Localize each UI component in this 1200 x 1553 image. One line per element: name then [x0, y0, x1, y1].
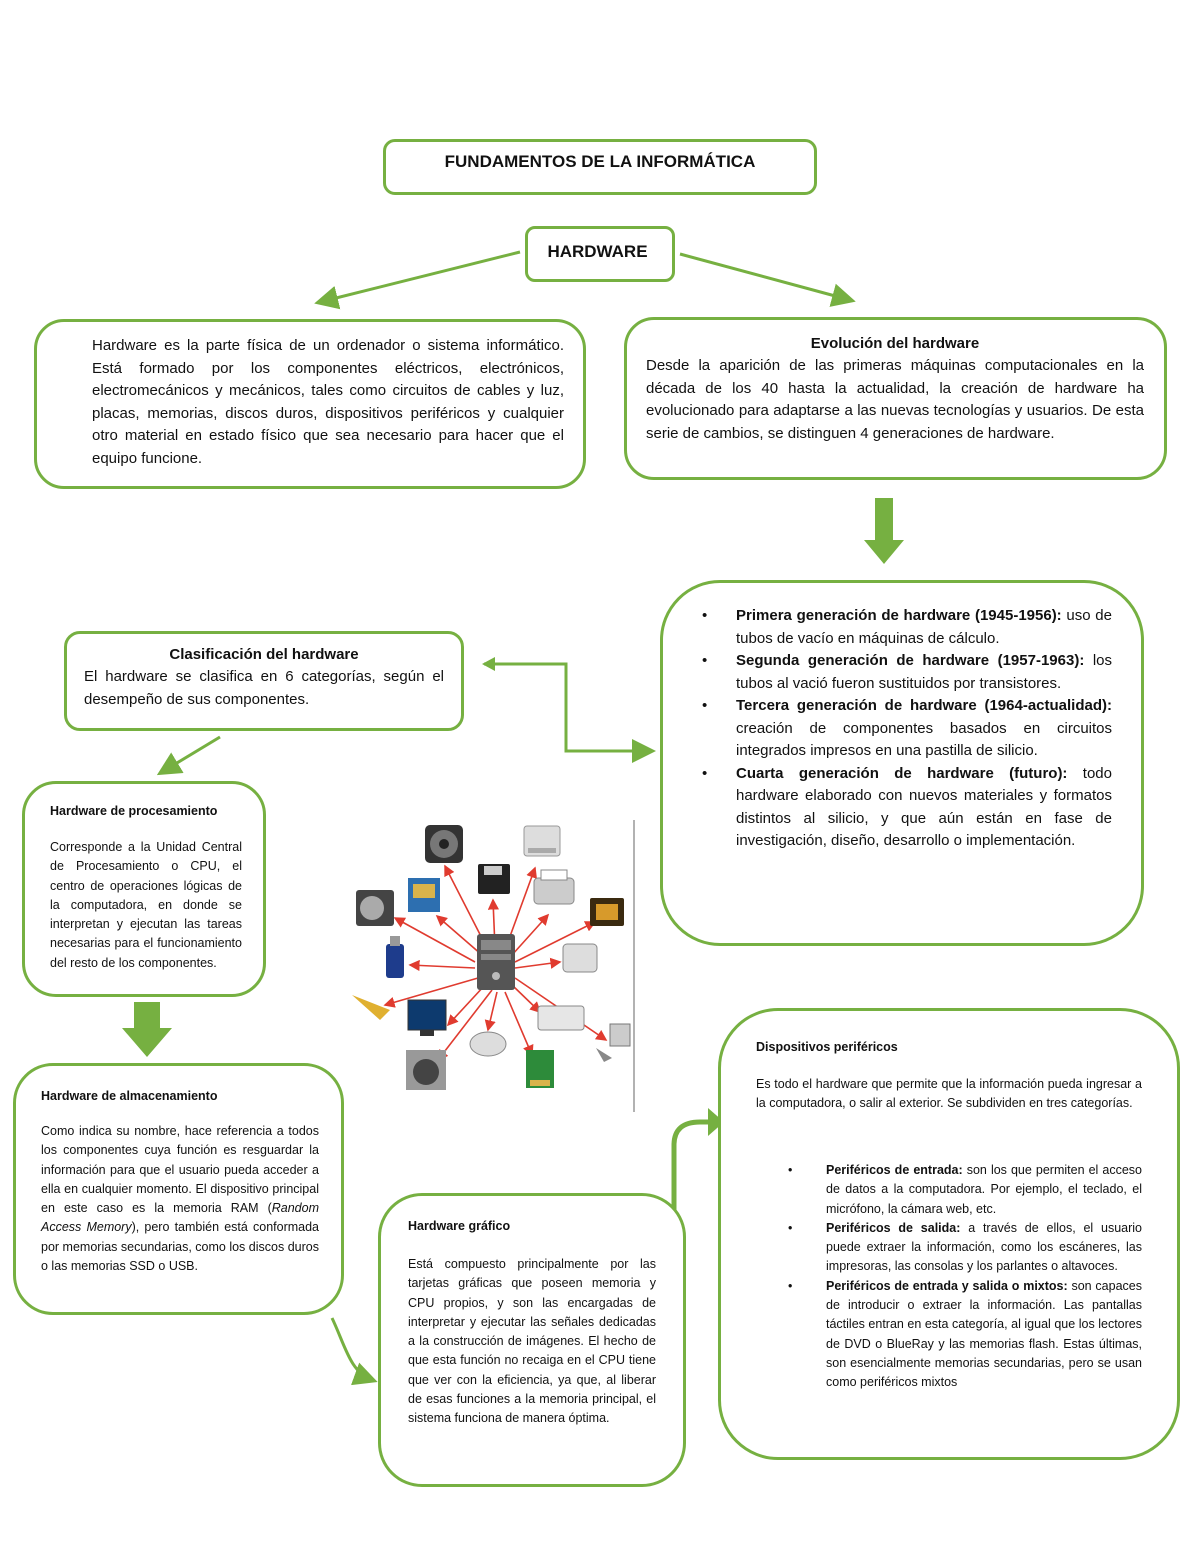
generation-title: Cuarta generación de hardware (futuro): — [736, 764, 1068, 782]
storage-text-part: Como indica su nombre, hace referencia a… — [41, 1124, 319, 1216]
fan-icon — [425, 825, 463, 863]
usb-icon — [386, 936, 404, 978]
network-port-icon — [609, 1023, 631, 1047]
peripherals-box — [718, 1008, 1180, 1460]
generation-item: •Segunda generación de hardware (1957-19… — [702, 652, 1113, 692]
graphics-text: Está compuesto principalmente por las ta… — [408, 1257, 656, 1426]
arrow-to-definition — [314, 250, 521, 310]
arrow-to-evolution — [679, 252, 856, 307]
hardware-label: HARDWARE — [547, 242, 648, 261]
peripheral-title: Periféricos de entrada: — [826, 1163, 963, 1177]
graphics-box — [378, 1193, 686, 1487]
generations-list: •Primera generación de hardware (1945-19… — [702, 605, 1113, 853]
generation-text: uso de tubos de vacío en máquinas de cál… — [736, 607, 1112, 647]
definition-text: Hardware es la parte física de un ordena… — [92, 337, 564, 467]
processing-text: Corresponde a la Unidad Central de Proce… — [50, 840, 242, 970]
evolution-text: Desde la aparición de las primeras máqui… — [646, 357, 1144, 442]
generation-text: los tubos al vació fueron sustituidos po… — [736, 652, 1113, 692]
generations-box — [660, 580, 1144, 946]
page-title: FUNDAMENTOS DE LA INFORMÁTICA — [444, 152, 756, 171]
generation-title: Primera generación de hardware (1945-195… — [736, 607, 1062, 624]
arrow-to-peripherals — [671, 1119, 712, 1218]
power-supply-icon — [406, 1050, 446, 1090]
storage-box — [13, 1063, 344, 1315]
generation-text: todo hardware elaborado con nuevos mater… — [736, 764, 1112, 850]
peripheral-title: Periféricos de entrada y salida o mixtos… — [826, 1278, 1068, 1293]
chip-icon — [590, 898, 624, 926]
peripherals-list: •Periféricos de entrada: son los que per… — [788, 1161, 1143, 1393]
hardware-box — [525, 226, 675, 282]
external-drive-icon — [562, 943, 598, 973]
block-arrow-to-generations — [864, 498, 904, 564]
definition-box — [34, 319, 586, 489]
peripheral-text: son capaces de introducir o extraer la i… — [826, 1278, 1142, 1390]
peripherals-illustration — [352, 825, 631, 1090]
title-box — [383, 139, 817, 195]
block-arrow-to-storage — [122, 1002, 172, 1057]
peripherals-heading: Dispositivos periféricos — [756, 1040, 898, 1054]
peripherals-intro: Es todo el hardware que permite que la i… — [756, 1077, 1142, 1111]
pci-card-icon — [526, 1050, 554, 1088]
storage-text: Como indica su nombre, hace referencia a… — [41, 1122, 319, 1276]
evolution-heading: Evolución del hardware — [810, 335, 980, 352]
generation-title: Tercera generación de hardware (1964-act… — [736, 697, 1112, 714]
storage-heading: Hardware de almacenamiento — [41, 1089, 218, 1103]
arrow-to-graphics — [330, 1317, 378, 1386]
arrow-to-processing — [156, 735, 221, 776]
evolution-box — [624, 317, 1167, 480]
generation-item: •Cuarta generación de hardware (futuro):… — [702, 764, 1112, 850]
generation-item: •Primera generación de hardware (1945-19… — [702, 607, 1112, 647]
keyboard-icon — [537, 1005, 585, 1031]
storage-text-part: ), pero también está conformada por memo… — [41, 1220, 319, 1274]
classification-box — [64, 631, 464, 731]
graphics-heading: Hardware gráfico — [408, 1219, 511, 1233]
generation-item: •Tercera generación de hardware (1964-ac… — [702, 697, 1112, 760]
arrow-classification-generations — [484, 662, 656, 763]
hard-disk-icon — [356, 890, 394, 926]
printer-icon — [533, 869, 575, 905]
storage-text-italic: Random Access Memory — [41, 1201, 319, 1235]
classification-heading: Clasificación del hardware — [169, 646, 359, 663]
monitor-icon — [407, 999, 447, 1036]
peripheral-item: •Periféricos de salida: a través de ello… — [788, 1220, 1142, 1274]
generation-text: creación de componentes basados en circu… — [736, 719, 1112, 760]
peripheral-text: a través de ellos, el usuario puede extr… — [826, 1220, 1142, 1274]
motherboard-icon — [408, 878, 440, 912]
mouse-icon — [469, 1031, 507, 1057]
cable-icon — [352, 995, 390, 1020]
floppy-icon — [478, 864, 510, 894]
cpu-tower-icon — [477, 934, 515, 990]
generation-title: Segunda generación de hardware (1957-196… — [736, 652, 1085, 669]
cd-drive-icon — [523, 825, 561, 857]
processing-box — [22, 781, 266, 997]
processing-heading: Hardware de procesamiento — [50, 804, 218, 818]
peripheral-text: son los que permiten el acceso de datos … — [826, 1163, 1143, 1216]
peripheral-title: Periféricos de salida: — [826, 1220, 961, 1235]
classification-text: El hardware se clasifica en 6 categorías… — [84, 668, 444, 708]
peripheral-item: •Periféricos de entrada: son los que per… — [788, 1163, 1143, 1216]
plug-icon — [596, 1048, 612, 1062]
peripheral-item: •Periféricos de entrada y salida o mixto… — [788, 1278, 1142, 1390]
